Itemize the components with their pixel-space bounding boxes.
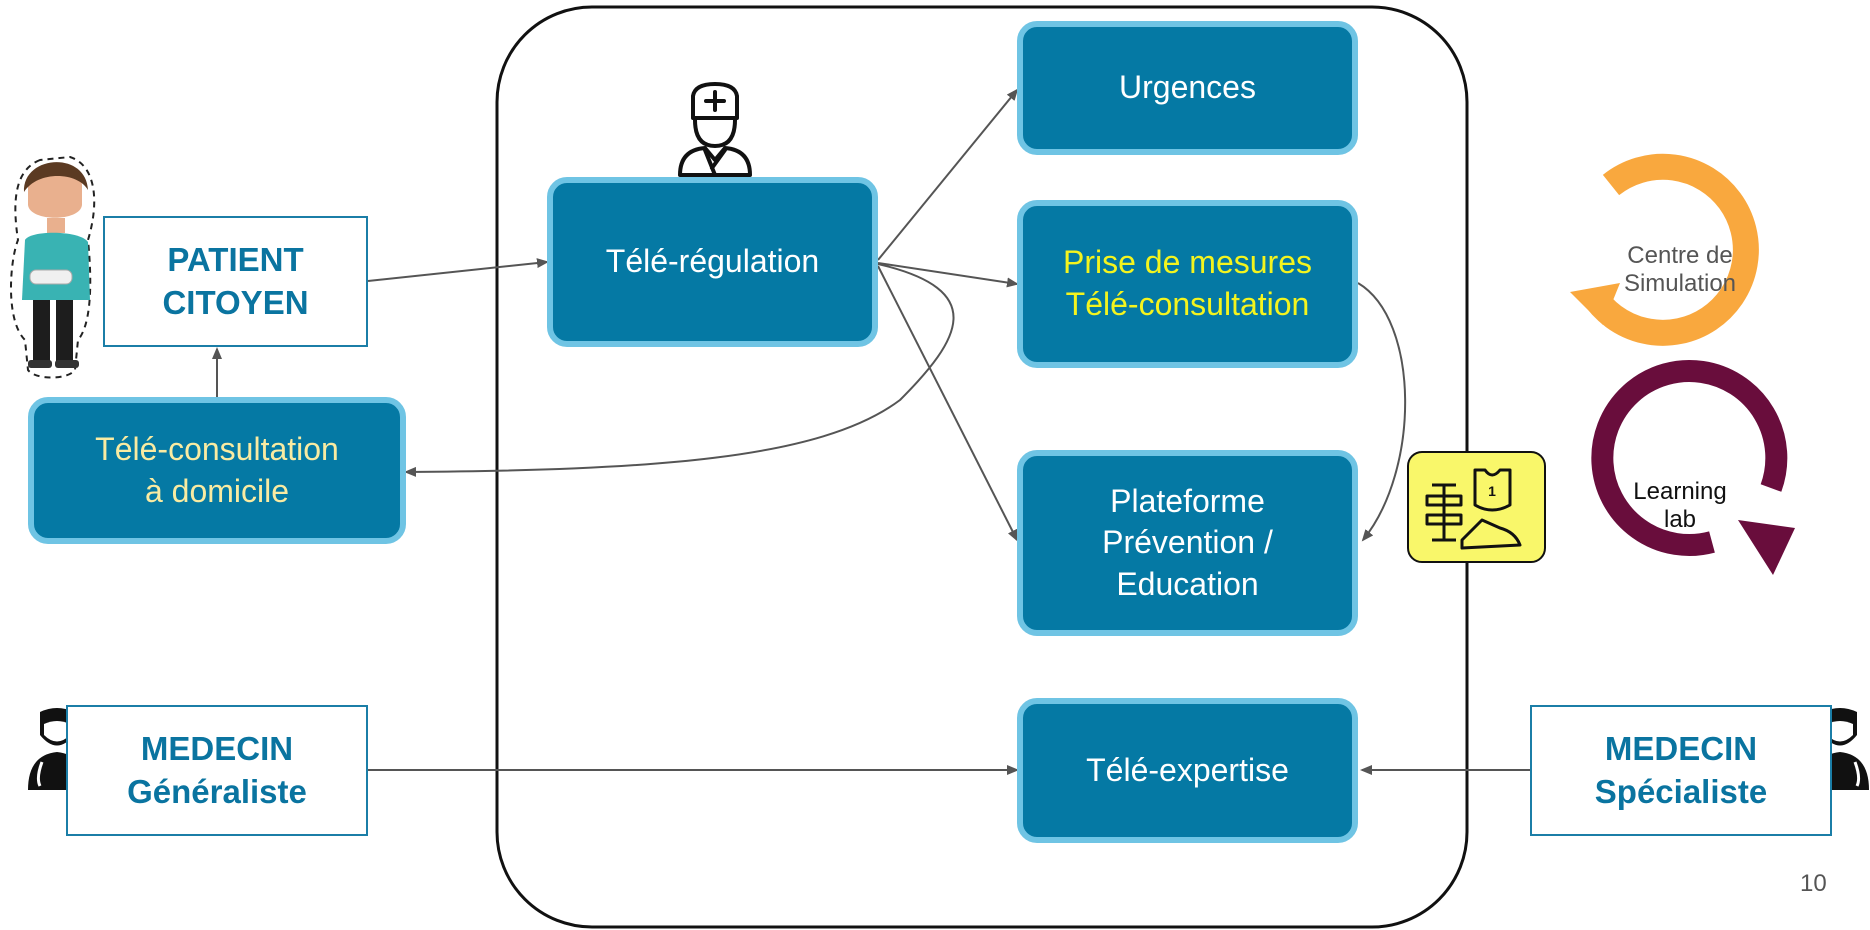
arrow-teleregulation-to-plateforme — [877, 265, 1018, 542]
teleregulation-box[interactable]: Télé-régulation — [547, 177, 878, 347]
svg-text:1: 1 — [1488, 483, 1496, 499]
arrow-teleregulation-to-urgences — [877, 88, 1019, 261]
teleexpertise-box[interactable]: Télé-expertise — [1017, 698, 1358, 843]
urgences-box[interactable]: Urgences — [1017, 21, 1358, 155]
learning-label-line1: Learning — [1633, 478, 1727, 505]
prise-de-mesures-box[interactable]: Prise de mesures Télé-consultation — [1017, 200, 1358, 368]
teleconsultation-domicile-line1: Télé-consultation — [95, 430, 339, 467]
generaliste-label-line1: MEDECIN — [140, 729, 294, 767]
plateforme-line3: Education — [1116, 565, 1259, 602]
nurse-icon — [678, 82, 752, 177]
urgences-label: Urgences — [1119, 69, 1256, 106]
arrow-patient-to-teleregulation — [367, 258, 549, 282]
teleconsultation-domicile-box[interactable]: Télé-consultation à domicile — [28, 397, 406, 544]
arrow-prise-mesures-to-plateforme — [1357, 282, 1407, 542]
plateforme-line2: Prévention / — [1102, 524, 1273, 561]
patient-figure-icon — [10, 155, 96, 379]
specialiste-label-line2: Spécialiste — [1594, 772, 1768, 810]
simulation-label-line2: Simulation — [1623, 269, 1737, 297]
teleregulation-label: Télé-régulation — [605, 243, 820, 280]
plateforme-line1: Plateforme — [1110, 482, 1265, 519]
learning-lab-cycle-ring — [1591, 360, 1795, 575]
plateforme-prevention-box[interactable]: Plateforme Prévention / Education — [1017, 450, 1358, 636]
generaliste-label-line2: Généraliste — [127, 772, 307, 810]
arrow-teleregulation-to-prise-mesures — [877, 262, 1019, 288]
specialiste-label-line1: MEDECIN — [1604, 729, 1758, 767]
prise-de-mesures-line2: Télé-consultation — [1065, 286, 1310, 322]
simulation-ring-label: Centre de Simulation — [1600, 242, 1760, 297]
learning-lab-ring-label: Learning lab — [1600, 478, 1760, 533]
medecin-specialiste-box[interactable]: MEDECIN Spécialiste — [1530, 705, 1832, 836]
arrow-teleregulation-to-teleconsult-domicile — [404, 263, 955, 477]
learning-label-line2: lab — [1663, 505, 1697, 533]
patient-label-line1: PATIENT — [167, 240, 304, 278]
simulation-label-line1: Centre de — [1627, 242, 1733, 269]
simulation-cycle-ring — [1570, 153, 1759, 346]
patient-citoyen-box[interactable]: PATIENT CITOYEN — [103, 216, 368, 347]
page-number: 10 — [1800, 870, 1827, 897]
sport-equipment-icon: 1 — [1407, 451, 1546, 563]
patient-label-line2: CITOYEN — [162, 283, 309, 321]
teleexpertise-label: Télé-expertise — [1086, 751, 1289, 788]
prise-de-mesures-line1: Prise de mesures — [1063, 244, 1312, 281]
teleconsultation-domicile-line2: à domicile — [144, 472, 290, 509]
medecin-generaliste-box[interactable]: MEDECIN Généraliste — [66, 705, 368, 836]
